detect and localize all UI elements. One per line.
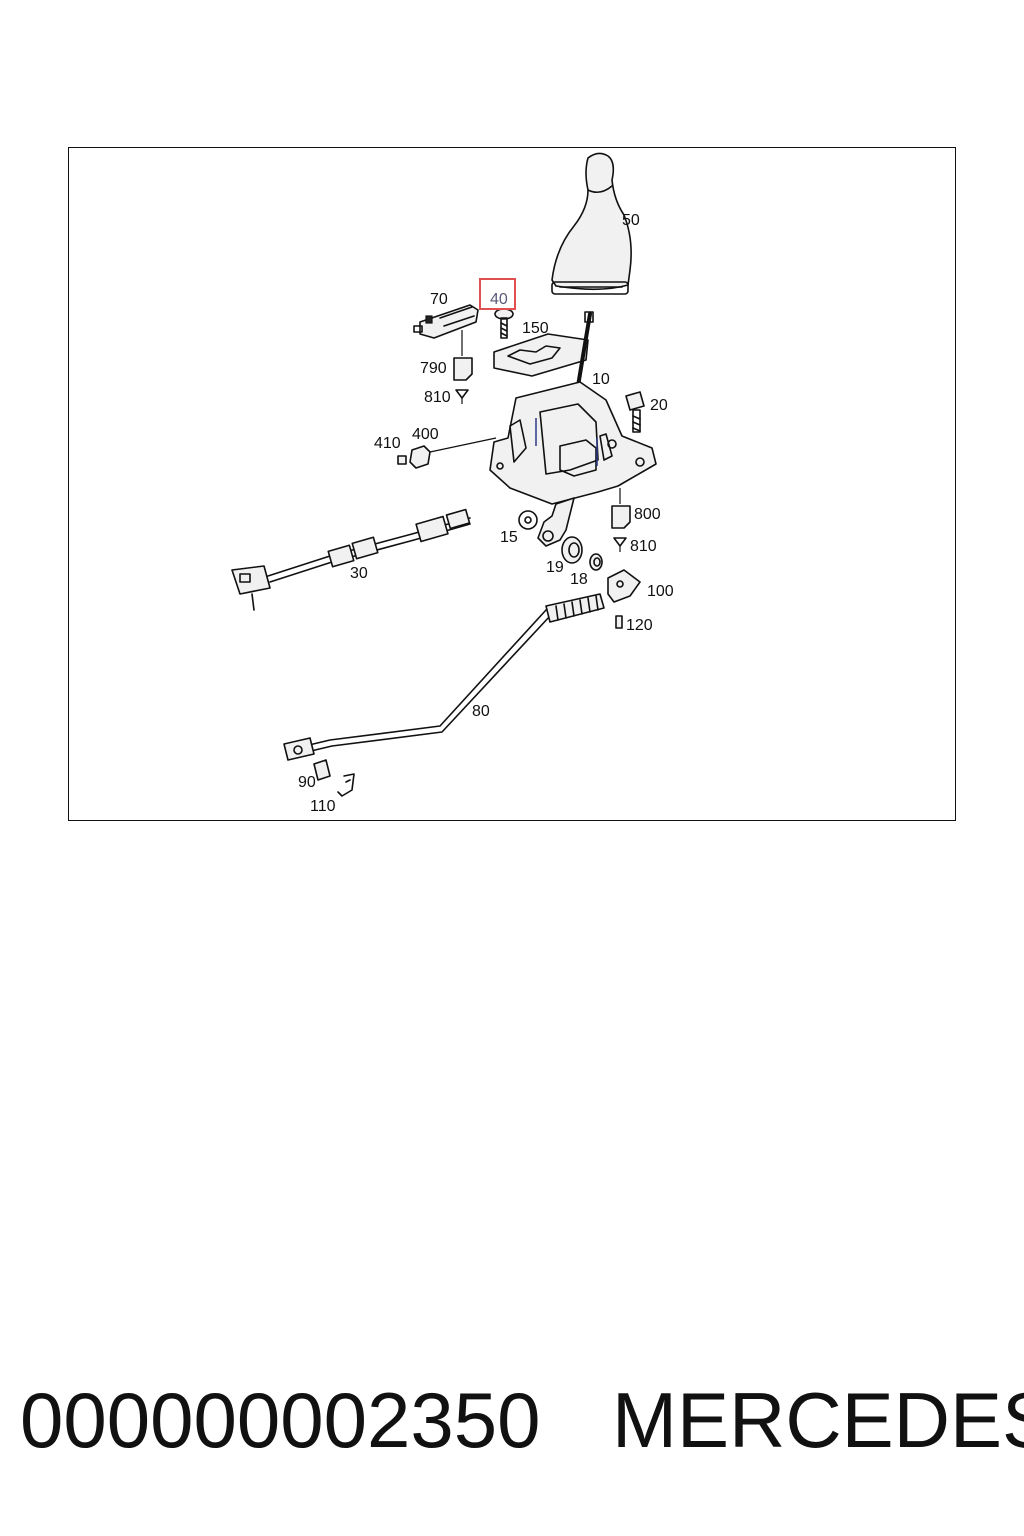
part-screw-40[interactable] bbox=[494, 308, 514, 339]
callout-50: 50 bbox=[622, 212, 640, 229]
callout-20: 20 bbox=[650, 397, 668, 414]
part-bushing-19[interactable] bbox=[561, 536, 583, 564]
part-number: 000000002350 bbox=[20, 1376, 541, 1464]
part-bracket-400[interactable] bbox=[409, 437, 497, 469]
part-clip-810b[interactable] bbox=[613, 537, 627, 552]
callout-70: 70 bbox=[430, 291, 448, 308]
part-bushing-90[interactable] bbox=[313, 759, 331, 781]
part-bolt-20[interactable] bbox=[625, 391, 645, 433]
part-shifter-housing[interactable] bbox=[489, 311, 657, 547]
part-cable-30[interactable] bbox=[231, 508, 471, 611]
callout-100: 100 bbox=[647, 583, 674, 600]
callout-19: 19 bbox=[546, 559, 564, 576]
callout-800: 800 bbox=[634, 506, 661, 523]
callout-810-lower: 810 bbox=[630, 538, 657, 555]
callout-15: 15 bbox=[500, 529, 518, 546]
callout-30: 30 bbox=[350, 565, 368, 582]
callout-110: 110 bbox=[310, 798, 336, 815]
callout-80: 80 bbox=[472, 703, 490, 720]
part-gate-plate[interactable] bbox=[493, 333, 589, 377]
callout-highlight-box bbox=[479, 278, 516, 310]
callout-400: 400 bbox=[412, 426, 439, 443]
brand-name: MERCEDES bbox=[612, 1376, 1024, 1464]
part-bracket-100[interactable] bbox=[607, 569, 641, 603]
callout-90: 90 bbox=[298, 774, 316, 791]
part-connector-800[interactable] bbox=[611, 488, 631, 529]
callout-150: 150 bbox=[522, 320, 549, 337]
part-shift-rod-80[interactable] bbox=[283, 593, 605, 761]
part-switch-module[interactable] bbox=[413, 304, 479, 356]
footer: 000000002350 MERCEDES bbox=[0, 1370, 1024, 1470]
callout-120: 120 bbox=[626, 617, 653, 634]
part-clip-810a[interactable] bbox=[455, 389, 469, 404]
part-bushing-18[interactable] bbox=[589, 553, 603, 571]
callout-10: 10 bbox=[592, 371, 610, 388]
part-pin-120[interactable] bbox=[615, 615, 623, 629]
callout-18: 18 bbox=[570, 571, 588, 588]
callout-810-upper: 810 bbox=[424, 389, 451, 406]
callout-790: 790 bbox=[420, 360, 447, 377]
part-shift-boot[interactable] bbox=[551, 152, 632, 295]
part-circlip-15[interactable] bbox=[518, 510, 538, 530]
callout-410: 410 bbox=[374, 435, 401, 452]
part-clip-110[interactable] bbox=[337, 773, 355, 797]
callout-40[interactable]: 40 bbox=[490, 291, 508, 308]
part-pin-410[interactable] bbox=[397, 455, 407, 465]
part-connector-790[interactable] bbox=[453, 357, 473, 381]
